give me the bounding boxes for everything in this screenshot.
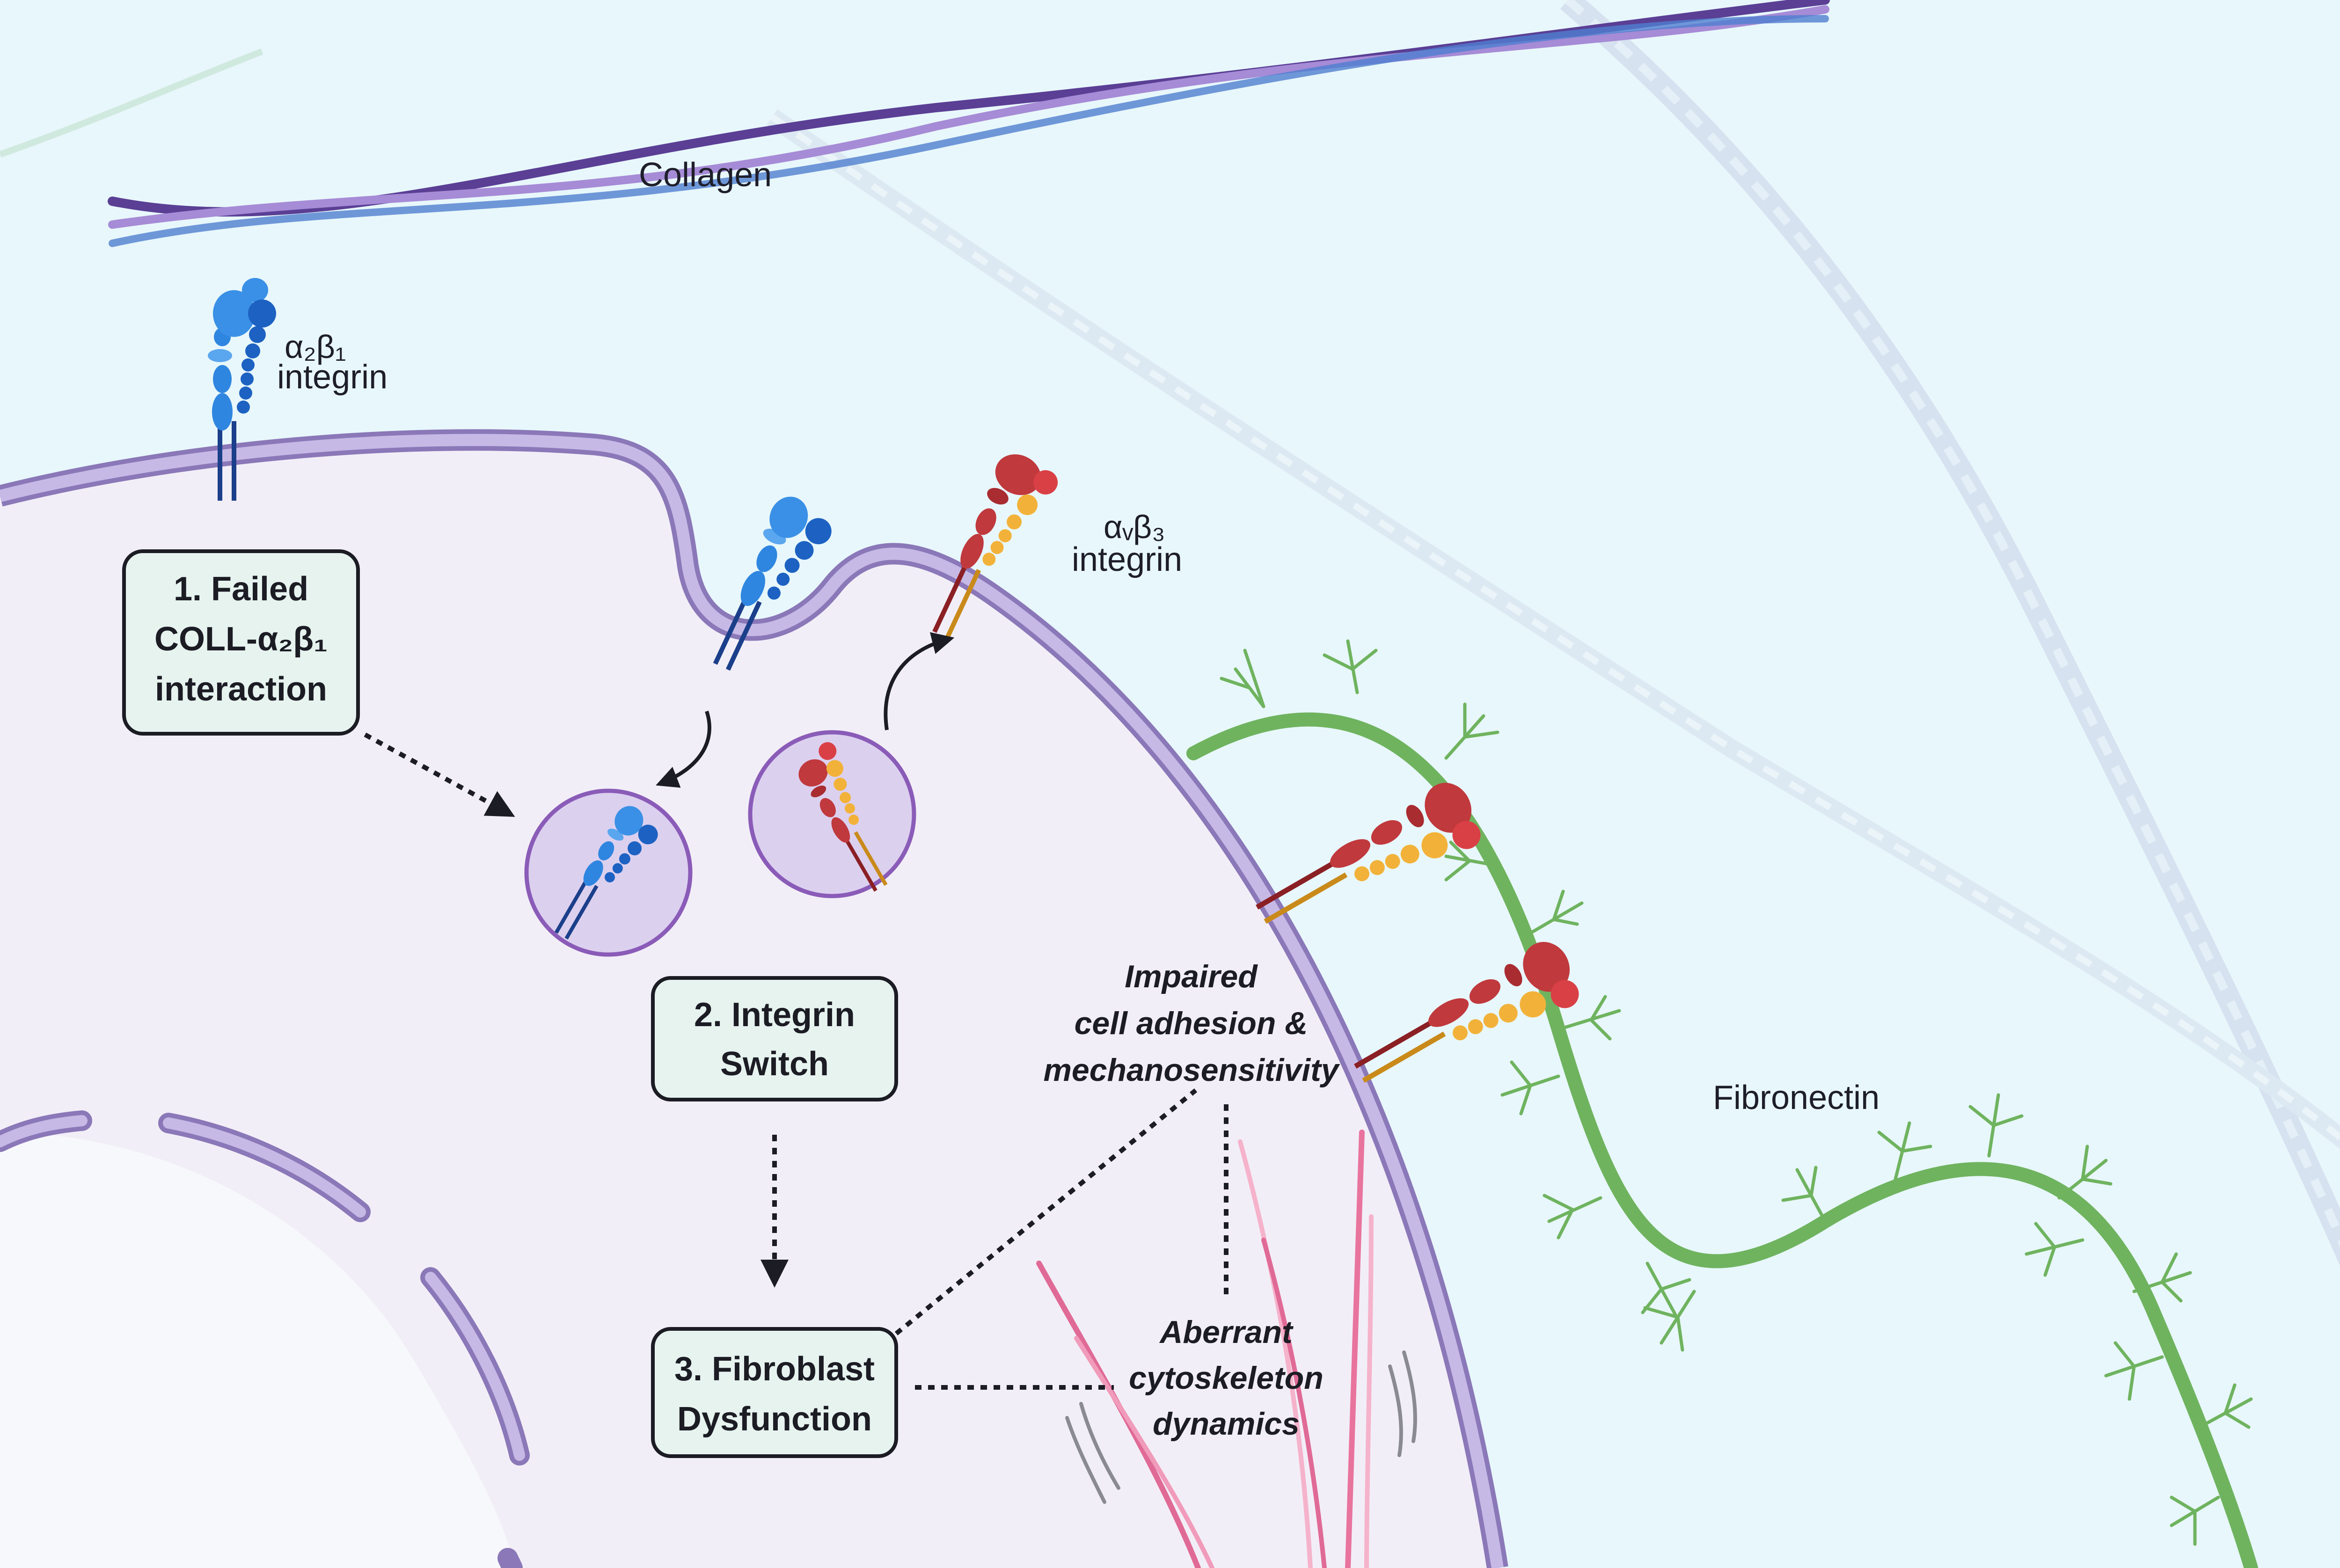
effect-cytoskeleton: Aberrant cytoskeleton dynamics — [1129, 1314, 1324, 1442]
effect-adhesion: Impaired cell adhesion & mechanosensitiv… — [1043, 959, 1340, 1088]
step1-box: 1. Failed COLL-α₂β₁ interaction — [122, 549, 360, 736]
a2b1-integrin-membrane — [208, 278, 276, 501]
nucleus — [0, 1132, 515, 1568]
avb3-integrin-label-1: αᵥβ₃ — [1104, 509, 1165, 545]
a2b1-integrin-label-2: integrin — [277, 358, 388, 396]
step2-line2: Switch — [720, 1045, 829, 1083]
avb3-integrin-bound-1 — [1256, 783, 1481, 924]
a2b1-integrin-label-1: α₂β₁ — [285, 328, 346, 365]
effect-cytoskeleton-line2: cytoskeleton — [1129, 1360, 1324, 1396]
endosome-avb3 — [748, 730, 916, 898]
effect-adhesion-line3: mechanosensitivity — [1043, 1052, 1340, 1088]
dotted-connectors — [364, 732, 1228, 1390]
fibronectin-label: Fibronectin — [1713, 1079, 1879, 1116]
background-fibers — [0, 0, 2340, 1266]
actin-filaments — [1036, 1130, 1374, 1568]
step1-line1: 1. Failed — [174, 570, 308, 608]
step2-box: 2. Integrin Switch — [651, 976, 898, 1101]
cell-membrane-inner — [0, 434, 1504, 1568]
recycling-arrow — [884, 632, 955, 730]
avb3-integrin-bound-2 — [1354, 942, 1579, 1083]
step3-box: 3. Fibroblast Dysfunction — [651, 1327, 898, 1458]
effect-adhesion-line2: cell adhesion & — [1075, 1006, 1308, 1041]
step3-line2: Dysfunction — [677, 1400, 872, 1438]
endosome-a2b1 — [524, 788, 693, 957]
motion-marks — [1065, 1350, 1417, 1504]
fibronectin-fiber — [1186, 639, 2258, 1568]
effect-cytoskeleton-line3: dynamics — [1153, 1406, 1300, 1442]
a2b1-integrin-internalizing — [713, 496, 832, 671]
effect-adhesion-line1: Impaired — [1125, 959, 1258, 994]
step2-line1: 2. Integrin — [694, 996, 855, 1034]
step1-line3: interaction — [155, 671, 327, 708]
effect-cytoskeleton-line1: Aberrant — [1159, 1314, 1294, 1350]
internalization-arrow — [656, 710, 711, 788]
avb3-integrin-label-2: integrin — [1072, 541, 1182, 578]
collagen-fiber — [108, 0, 1830, 247]
avb3-integrin-membrane — [932, 454, 1058, 639]
collagen-label: Collagen — [639, 156, 772, 194]
step3-line1: 3. Fibroblast — [674, 1350, 875, 1388]
step1-line2: COLL-α₂β₁ — [154, 620, 328, 658]
